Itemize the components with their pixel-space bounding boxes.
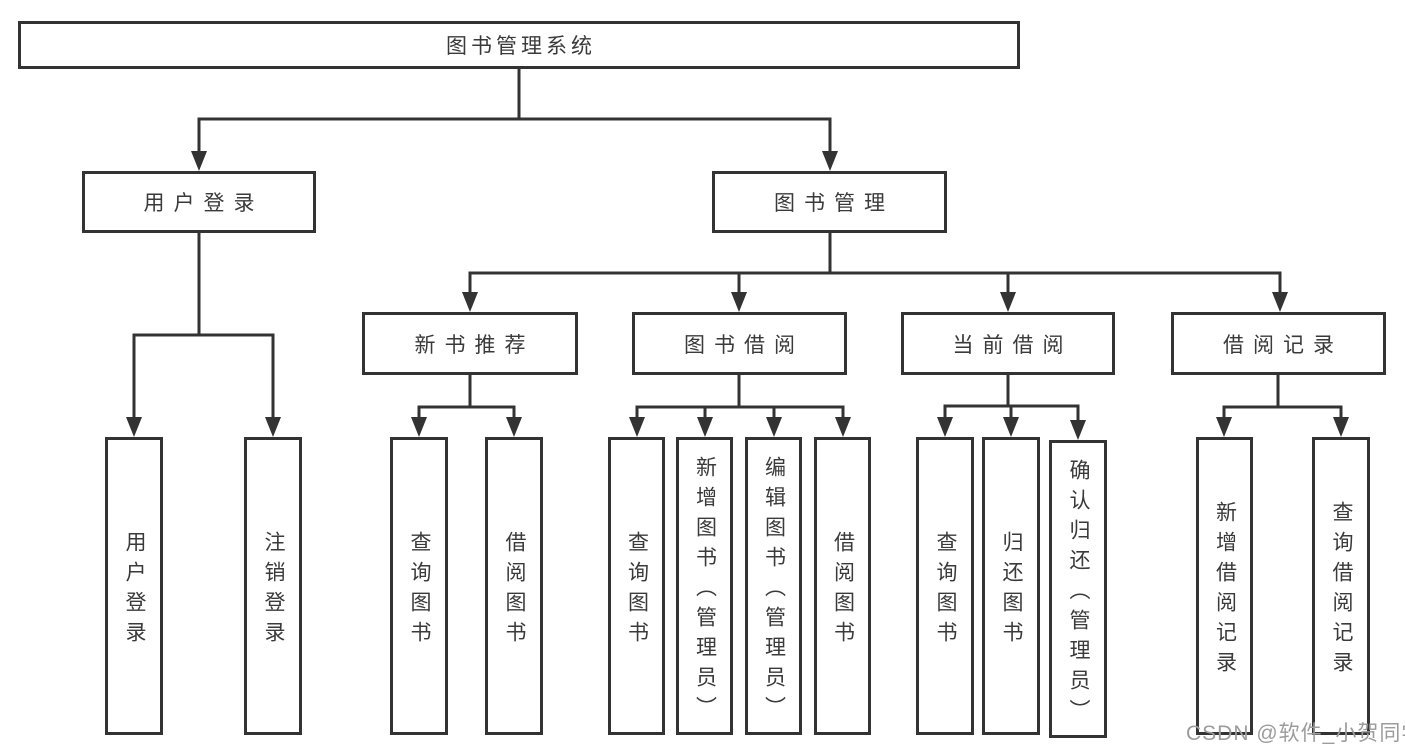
leaf-query-books-1-node: 查询图书 [390,437,448,735]
current-borrowing-to-children-arrowhead-0 [937,417,953,437]
leaf-user-login-node: 用户登录 [105,437,163,735]
borrowing-records-to-children-arrowhead-0 [1216,417,1232,437]
leaf-query-books-3-node: 查询图书 [916,437,974,735]
leaf-add-books-label: 新增图书（管理员） [693,455,717,726]
leaf-query-books-2-node: 查询图书 [608,437,665,735]
leaf-edit-books-label: 编辑图书（管理员） [762,455,786,726]
book-management-label: 图书管理 [774,192,894,215]
user-login-to-children-arrowhead-1 [265,417,281,437]
book-borrowing-to-children-arrowhead-2 [766,417,782,437]
leaf-borrow-books-2-node: 借阅图书 [814,437,871,735]
new-book-recommend-to-children-arrowhead-1 [506,417,522,437]
leaf-return-books-label: 归还图书 [1000,530,1023,651]
leaf-query-books-2-label: 查询图书 [625,530,649,651]
user-login-to-children-arrowhead-0 [126,417,142,437]
new-book-recommend-to-children-arrowhead-0 [411,417,427,437]
root-to-level2-arrowhead-0 [191,151,207,171]
leaf-logout-label: 注销登录 [262,530,285,651]
watermark: CSDN @软件_小贺同学 [1186,722,1405,745]
book-borrowing-node: 图书借阅 [632,312,847,375]
current-borrowing-node: 当前借阅 [901,312,1115,375]
borrowing-records-label: 借阅记录 [1223,333,1343,357]
leaf-add-borrow-record-label: 新增借阅记录 [1213,500,1237,681]
user-login-label: 用户登录 [143,192,264,215]
leaf-confirm-return-node: 确认归还（管理员） [1049,440,1107,738]
borrowing-records-to-children-arrowhead-1 [1333,417,1349,437]
leaf-add-books-node: 新增图书（管理员） [676,437,733,735]
leaf-query-books-3-label: 查询图书 [934,530,957,651]
book-borrowing-to-children-arrowhead-0 [629,417,645,437]
root-to-level2-arrowhead-1 [822,151,838,171]
leaf-confirm-return-label: 确认归还（管理员） [1067,458,1090,729]
book-management-node: 图书管理 [712,171,947,233]
new-book-recommend-label: 新书推荐 [414,333,535,357]
borrowing-records-node: 借阅记录 [1171,312,1386,375]
new-book-recommend-node: 新书推荐 [362,312,578,375]
leaf-add-borrow-record-node: 新增借阅记录 [1196,437,1253,735]
book-management-to-children-arrowhead-0 [462,292,478,312]
book-borrowing-to-children-arrowhead-1 [697,417,713,437]
book-borrowing-label: 图书借阅 [684,333,804,357]
leaf-user-login-label: 用户登录 [123,530,146,651]
book-borrowing-to-children-arrowhead-3 [835,417,851,437]
leaf-borrow-books-2-label: 借阅图书 [831,530,855,651]
book-management-to-children-arrowhead-3 [1272,292,1288,312]
root-label: 图书管理系统 [446,35,596,58]
current-borrowing-to-children-arrowhead-2 [1070,420,1086,440]
leaf-borrow-books-1-node: 借阅图书 [485,437,543,735]
leaf-return-books-node: 归还图书 [982,437,1040,735]
leaf-query-borrow-record-label: 查询借阅记录 [1330,500,1353,681]
leaf-edit-books-node: 编辑图书（管理员） [745,437,802,735]
book-management-to-children-arrowhead-2 [1000,292,1016,312]
leaf-query-books-1-label: 查询图书 [408,530,431,651]
current-borrowing-label: 当前借阅 [952,333,1073,357]
current-borrowing-to-children-arrowhead-1 [1003,417,1019,437]
book-management-to-children-arrowhead-1 [731,292,747,312]
leaf-borrow-books-1-label: 借阅图书 [503,530,526,651]
leaf-logout-node: 注销登录 [244,437,302,735]
leaf-query-borrow-record-node: 查询借阅记录 [1312,437,1370,735]
root-node: 图书管理系统 [18,21,1020,69]
user-login-node: 用户登录 [82,171,316,233]
